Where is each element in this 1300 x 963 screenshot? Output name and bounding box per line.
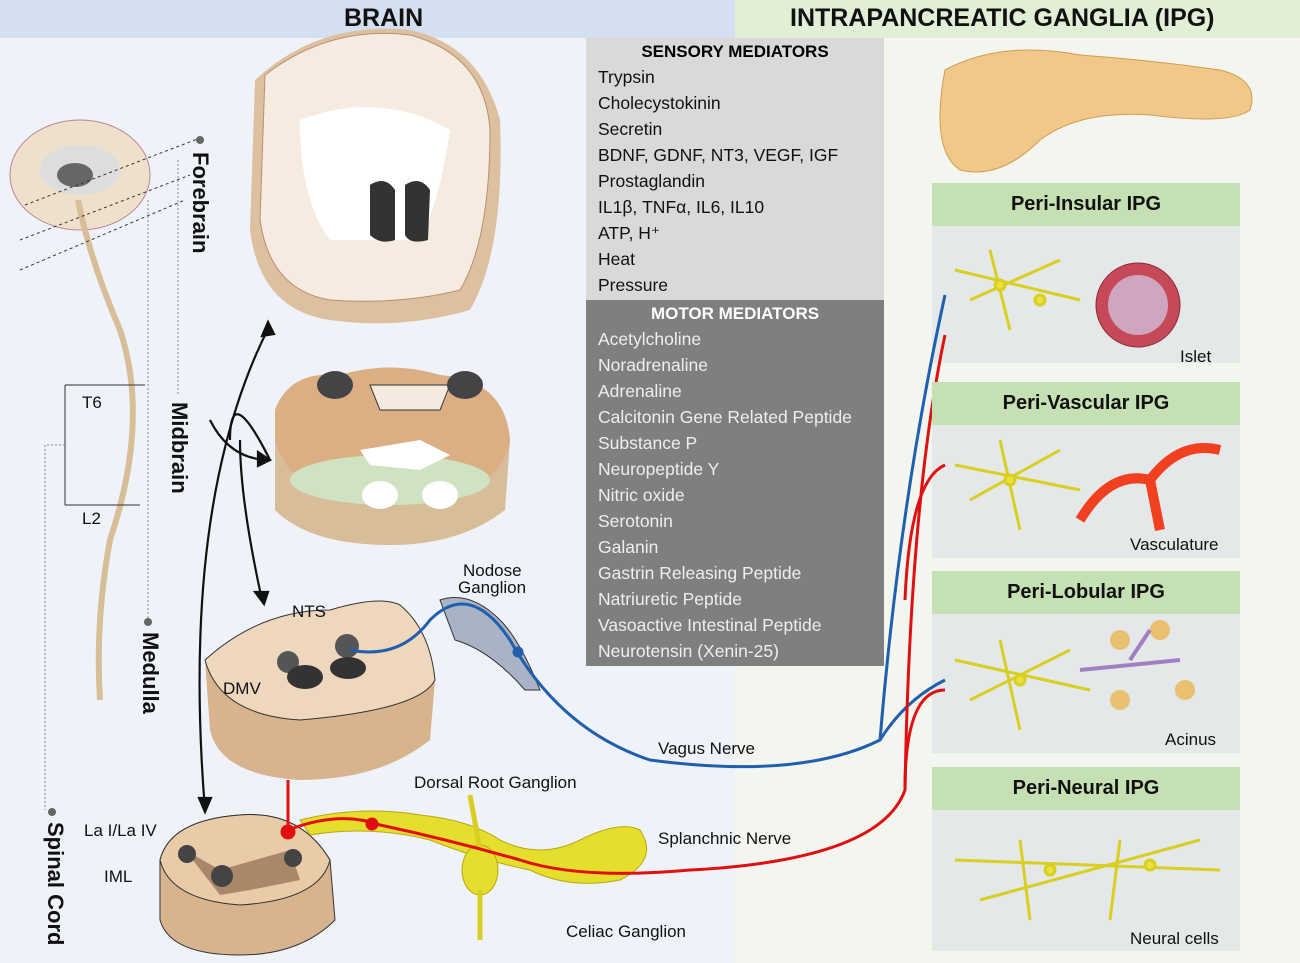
brain-connection-arrows: [197, 319, 276, 815]
forebrain-section: [250, 28, 501, 324]
motor-item: Gastrin Releasing Peptide: [598, 563, 802, 583]
l2-label: L2: [82, 509, 101, 528]
acinus-caption: Acinus: [1165, 730, 1217, 749]
motor-item: Acetylcholine: [598, 329, 702, 349]
motor-item: Neurotensin (Xenin-25): [598, 641, 779, 661]
splanchnic-nerve-path: [280, 334, 947, 875]
vasculature-caption: Vasculature: [1130, 535, 1219, 554]
midbrain-label: Midbrain: [167, 402, 192, 494]
dorsal-root-ganglion-label: Dorsal Root Ganglion: [414, 773, 577, 792]
brain-title: BRAIN: [344, 4, 424, 32]
panel-title: Peri-Insular IPG: [932, 183, 1240, 226]
midbrain-section: [275, 367, 510, 545]
islet-illustration: [1095, 262, 1181, 348]
sensory-item: Trypsin: [598, 67, 655, 87]
nodose-label: Nodose: [463, 561, 522, 580]
celiac-ganglion-illustration: [299, 794, 648, 940]
motor-item: Adrenaline: [598, 381, 682, 401]
motor-item: Substance P: [598, 433, 698, 453]
t6-label: T6: [82, 393, 102, 412]
sensory-title: SENSORY MEDIATORS: [641, 42, 829, 61]
panel-title: Peri-Vascular IPG: [932, 382, 1240, 425]
sensory-item: Prostaglandin: [598, 171, 706, 191]
motor-item: Serotonin: [598, 511, 673, 531]
splanchnic-nerve-label: Splanchnic Nerve: [658, 829, 792, 848]
spinal-cord-label: Spinal Cord: [43, 822, 68, 946]
neural-cells-caption: Neural cells: [1130, 929, 1219, 948]
medulla-section: [204, 597, 541, 780]
motor-item: Vasoactive Intestinal Peptide: [598, 615, 822, 635]
peri-vascular-panel: Peri-Vascular IPG: [932, 382, 1240, 558]
sensory-item: Pressure: [598, 275, 669, 295]
ipg-header: [735, 0, 1300, 38]
forebrain-label: Forebrain: [188, 152, 213, 254]
dmv-label: DMV: [223, 679, 261, 698]
vagus-nerve-path: [349, 294, 947, 769]
ganglion-label: Ganglion: [458, 578, 527, 597]
motor-item: Nitric oxide: [598, 485, 685, 505]
mediators-box: SENSORY MEDIATORS Trypsin Cholecystokini…: [586, 38, 884, 666]
motor-title: MOTOR MEDIATORS: [650, 304, 820, 323]
ipg-title: INTRAPANCREATIC GANGLIA (IPG): [790, 4, 1215, 32]
vagus-nerve-label: Vagus Nerve: [658, 739, 756, 758]
medulla-label: Medulla: [138, 632, 163, 714]
peri-neural-panel: Peri-Neural IPG: [932, 767, 1240, 952]
celiac-ganglion-label: Celiac Ganglion: [566, 922, 687, 941]
motor-item: Noradrenaline: [598, 355, 708, 375]
islet-caption: Islet: [1180, 347, 1212, 366]
acinus-illustration: [1079, 620, 1195, 710]
sensory-mediators: SENSORY MEDIATORS Trypsin Cholecystokini…: [586, 38, 884, 300]
motor-mediators: MOTOR MEDIATORS Acetylcholine Noradrenal…: [586, 300, 884, 666]
peri-lobular-panel: Peri-Lobular IPG: [932, 571, 1240, 753]
spinal-cord-section: [159, 814, 336, 956]
sensory-item: Secretin: [598, 119, 663, 139]
sensory-item: ATP, H⁺: [598, 223, 661, 243]
neural-cells-illustrations: [954, 249, 1221, 921]
lamina-label: La I/La IV: [84, 821, 157, 840]
iml-label: IML: [104, 867, 133, 886]
sensory-item: Heat: [598, 249, 635, 269]
panel-title: Peri-Neural IPG: [932, 767, 1240, 810]
pancreas-illustration: [939, 49, 1253, 173]
motor-item: Neuropeptide Y: [598, 459, 720, 479]
motor-item: Natriuretic Peptide: [598, 589, 742, 609]
sensory-item: IL1β, TNFα, IL6, IL10: [598, 197, 765, 217]
nts-label: NTS: [292, 602, 326, 621]
panel-title: Peri-Lobular IPG: [932, 571, 1240, 614]
sensory-item: BDNF, GDNF, NT3, VEGF, IGF: [598, 145, 839, 165]
motor-item: Galanin: [598, 537, 659, 557]
motor-item: Calcitonin Gene Related Peptide: [598, 407, 852, 427]
peri-insular-panel: Peri-Insular IPG: [932, 183, 1240, 373]
brain-sagittal-illustration: [9, 119, 204, 816]
sensory-item: Cholecystokinin: [598, 93, 721, 113]
vasculature-illustration: [1075, 443, 1222, 531]
